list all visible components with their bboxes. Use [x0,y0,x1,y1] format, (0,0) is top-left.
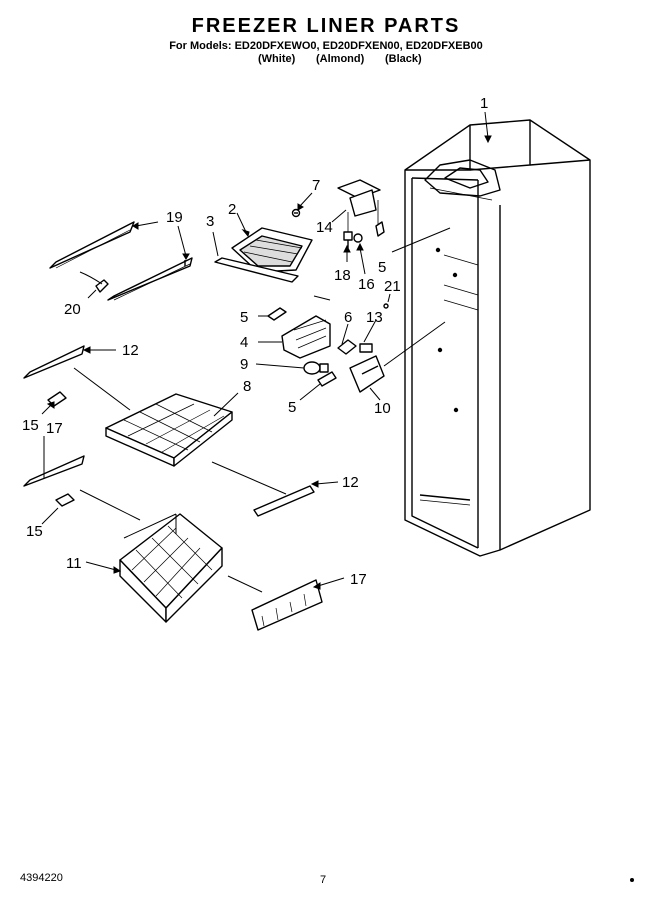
color-legend: (White) (Almond) (Black) [0,53,652,67]
diagram-header: FREEZER LINER PARTS For Models: ED20DFXE… [0,14,652,67]
part-number: 4394220 [20,872,63,884]
callout-12-b: 12 [342,474,359,491]
part-3 [214,257,299,283]
callout-4: 4 [240,334,248,351]
part-14 [337,179,381,236]
part-2 [231,227,313,273]
callout-6: 6 [344,309,352,326]
part-6 [337,339,357,355]
part-17-right [251,579,323,631]
callout-19: 19 [166,209,183,226]
page-number: 7 [320,874,327,886]
part-10 [349,355,385,393]
callout-18: 18 [334,267,351,284]
part-freezer-liner [404,119,591,557]
part-5-upper-screw [267,307,287,321]
part-17-left [23,455,85,487]
callout-20: 20 [64,301,81,318]
callout-12-a: 12 [122,342,139,359]
part-12-left [23,345,85,379]
callout-11: 11 [66,555,82,572]
leader-lines [41,111,492,593]
callout-7: 7 [312,177,320,194]
part-11 [119,513,223,623]
callout-2: 2 [228,201,236,218]
callout-15-b: 15 [26,523,43,540]
part-9 [303,361,329,375]
callout-1: 1 [480,95,488,112]
page-title: FREEZER LINER PARTS [191,15,461,37]
part-7 [291,208,301,218]
callout-21: 21 [384,278,401,295]
part-12-right [253,485,315,517]
color-almond: (Almond) [316,53,365,65]
callout-labels: 1 2 3 4 5 5 5 6 7 8 9 10 11 12 12 13 14 … [22,95,488,588]
callout-17-a: 17 [46,420,63,437]
part-21 [383,303,389,309]
callout-9: 9 [240,356,248,373]
callout-3: 3 [206,213,214,230]
color-black: (Black) [385,53,422,65]
part-15-lower [55,493,75,507]
callout-14: 14 [316,219,333,236]
callout-17-b: 17 [350,571,367,588]
callout-5-b: 5 [288,399,296,416]
callout-5-c: 5 [378,259,386,276]
part-19 [49,221,193,301]
part-13 [359,343,373,353]
callout-5-a: 5 [240,309,248,326]
part-8 [105,393,233,467]
part-18 [343,231,353,248]
callout-15-a: 15 [22,417,39,434]
callout-16: 16 [358,276,375,293]
callout-8: 8 [243,378,251,395]
model-list: For Models: ED20DFXEWO0, ED20DFXEN00, ED… [169,40,483,52]
part-21-screw [375,221,385,237]
part-20 [79,271,109,293]
callout-10: 10 [374,400,391,417]
corner-dot [630,878,634,882]
part-16 [353,233,363,243]
part-5-lower-screw [317,371,337,387]
color-white: (White) [258,53,296,65]
callout-13: 13 [366,309,383,326]
part-4 [281,315,331,359]
